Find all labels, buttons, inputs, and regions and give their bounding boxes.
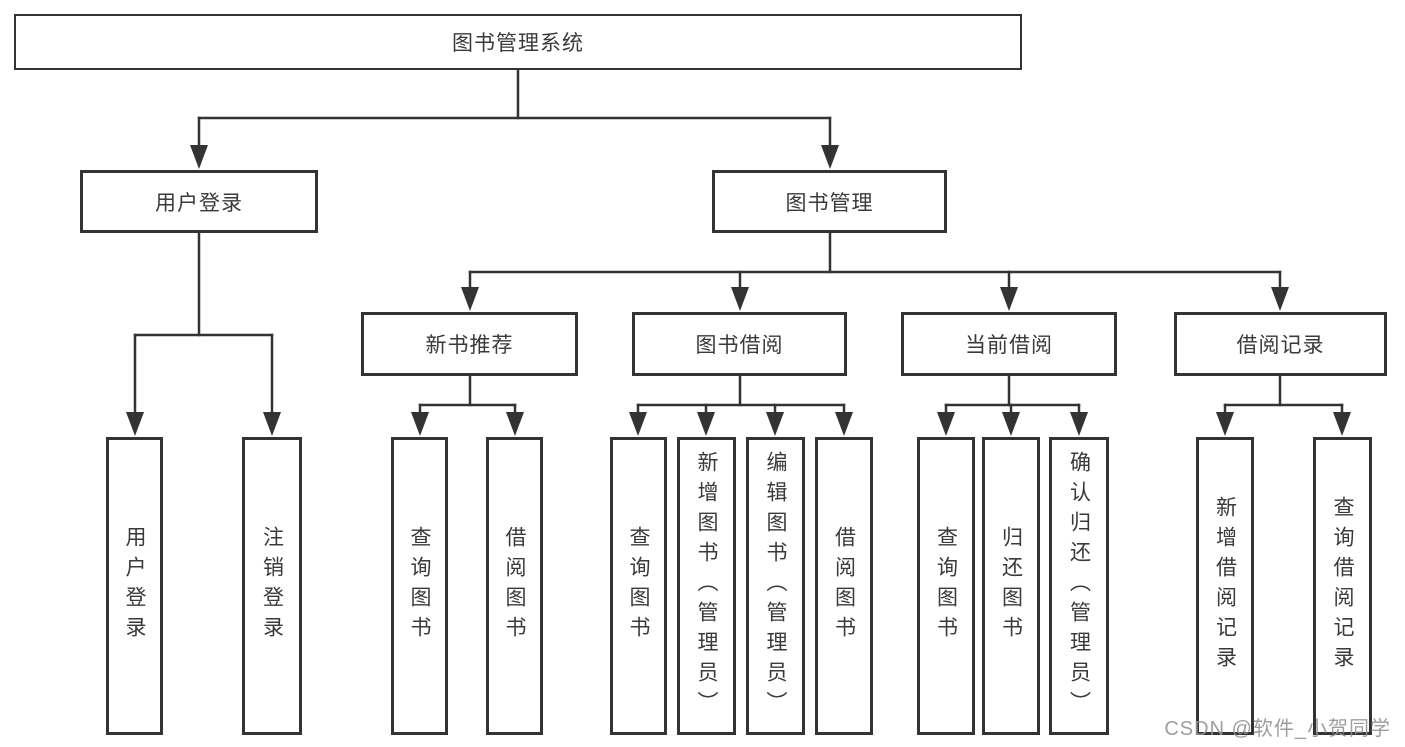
node-label: 确认归还（管理员） bbox=[1067, 451, 1091, 721]
leaf-search-books-current: 查询图书 bbox=[917, 437, 975, 735]
node-user-login: 用户登录 bbox=[80, 170, 318, 233]
node-label: 用户登录 bbox=[155, 191, 243, 215]
node-label: 借阅记录 bbox=[1236, 334, 1325, 357]
node-label: 用户登录 bbox=[123, 526, 146, 646]
node-label: 查询图书 bbox=[934, 526, 958, 646]
leaf-confirm-return-admin: 确认归还（管理员） bbox=[1049, 437, 1109, 735]
leaf-search-books-borrowing: 查询图书 bbox=[610, 437, 667, 735]
csdn-watermark: CSDN @软件_小贺同学 bbox=[1164, 718, 1391, 740]
node-label: 当前借阅 bbox=[965, 334, 1053, 357]
leaf-user-login: 用户登录 bbox=[106, 437, 163, 735]
leaf-add-books-admin: 新增图书（管理员） bbox=[677, 437, 736, 735]
node-new-book-recommendation: 新书推荐 bbox=[361, 312, 578, 376]
node-label: 图书管理系统 bbox=[452, 32, 584, 55]
node-label: 注销登录 bbox=[260, 526, 284, 646]
node-label: 图书借阅 bbox=[695, 334, 784, 357]
node-label: 借阅图书 bbox=[832, 526, 856, 646]
leaf-borrow-books-borrowing: 借阅图书 bbox=[815, 437, 873, 735]
node-label: 图书管理 bbox=[785, 191, 874, 215]
leaf-logout-login: 注销登录 bbox=[242, 437, 302, 735]
node-label: 新书推荐 bbox=[425, 334, 514, 357]
node-label: 新增借阅记录 bbox=[1213, 496, 1237, 676]
node-label: 归还图书 bbox=[999, 526, 1023, 646]
leaf-borrow-books-recommendation: 借阅图书 bbox=[486, 437, 543, 735]
node-label: 查询借阅记录 bbox=[1331, 496, 1354, 676]
node-label: 新增图书（管理员） bbox=[695, 451, 718, 721]
leaf-search-borrowing-record: 查询借阅记录 bbox=[1313, 437, 1372, 735]
node-label: 查询图书 bbox=[627, 526, 650, 646]
node-book-management: 图书管理 bbox=[712, 170, 947, 233]
leaf-return-books: 归还图书 bbox=[982, 437, 1040, 735]
leaf-add-borrowing-record: 新增借阅记录 bbox=[1196, 437, 1254, 735]
node-book-borrowing: 图书借阅 bbox=[632, 312, 847, 376]
leaf-edit-books-admin: 编辑图书（管理员） bbox=[746, 437, 805, 735]
node-borrowing-records: 借阅记录 bbox=[1174, 312, 1387, 376]
node-current-borrowing: 当前借阅 bbox=[901, 312, 1117, 376]
node-library-management-system: 图书管理系统 bbox=[14, 14, 1022, 70]
node-label: 编辑图书（管理员） bbox=[764, 451, 787, 721]
node-label: 查询图书 bbox=[408, 526, 431, 646]
leaf-search-books-recommendation: 查询图书 bbox=[391, 437, 448, 735]
node-label: 借阅图书 bbox=[503, 526, 526, 646]
